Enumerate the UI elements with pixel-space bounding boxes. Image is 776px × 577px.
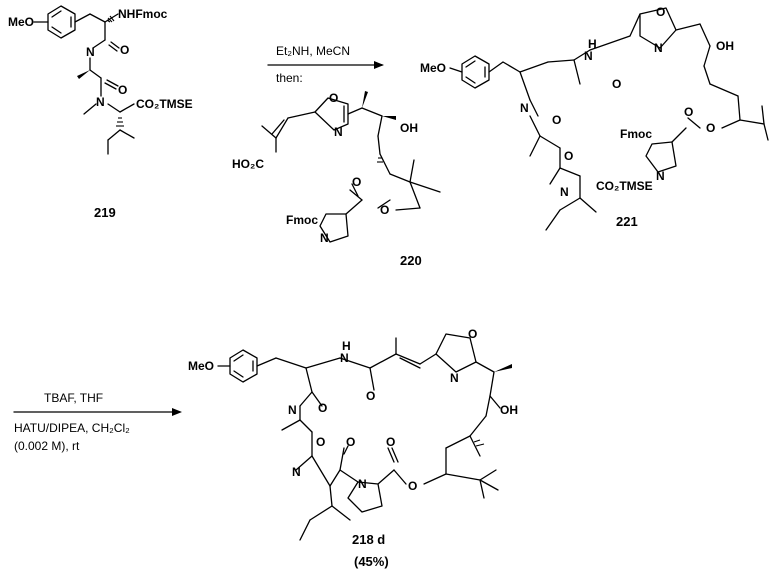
compound-221: MeO H N O O N OH N O O N Fmoc N O O CO₂T… <box>420 5 769 231</box>
step2-reagents-line3: (0.002 M), rt <box>14 439 80 453</box>
ester-o-label: O <box>380 203 389 217</box>
benzene-ring <box>461 55 490 89</box>
co2tmse-label: CO₂TMSE <box>596 179 653 193</box>
arrowhead <box>172 408 182 416</box>
oxazoline-n-label: N <box>654 41 663 55</box>
meo-label: MeO <box>8 15 34 29</box>
step2-reagents-line2: HATU/DIPEA, CH₂Cl₂ <box>14 421 130 435</box>
oh-label: OH <box>400 121 418 135</box>
amide-h-label: H <box>342 339 351 353</box>
oxazoline-o-label: O <box>656 5 665 19</box>
yield-label: (45%) <box>354 554 389 569</box>
compound-number-220: 220 <box>400 253 422 268</box>
co2tmse-label: CO₂TMSE <box>136 97 193 111</box>
amide-n-label: N <box>340 351 349 365</box>
step1-reagents-line2: then: <box>276 71 303 85</box>
compound-220: O N HO₂C OH O O Fmoc N 220 <box>232 91 441 268</box>
oxazoline-n-label: N <box>450 371 459 385</box>
benzene-ring <box>47 5 76 39</box>
arrowhead <box>374 61 384 69</box>
compound-number-219: 219 <box>94 205 116 220</box>
o1-label: O <box>120 43 129 57</box>
n1-label: N <box>288 403 297 417</box>
o2-label: O <box>118 83 127 97</box>
carbonyl-o-label: O <box>386 435 395 449</box>
fmoc-label: Fmoc <box>620 127 652 141</box>
o1-label: O <box>552 113 561 127</box>
o1-label: O <box>318 401 327 415</box>
proline-n-label: N <box>358 477 367 491</box>
o2-label: O <box>316 435 325 449</box>
amide-n-label: N <box>584 49 593 63</box>
step2-reagents-line1: TBAF, THF <box>44 391 103 405</box>
carbonyl-o-label: O <box>684 105 693 119</box>
o3-label: O <box>346 435 355 449</box>
o2-label: O <box>564 149 573 163</box>
oh-label: OH <box>716 39 734 53</box>
amide-o-label: O <box>366 389 375 403</box>
ester-o-label: O <box>706 121 715 135</box>
meo-label: MeO <box>420 61 446 75</box>
n1-label: N <box>86 45 95 59</box>
step1-reagents-line1: Et₂NH, MeCN <box>276 44 350 58</box>
proline-n-label: N <box>320 231 329 245</box>
oxazoline-n-label: N <box>334 125 343 139</box>
carbonyl-o-label: O <box>352 175 361 189</box>
reaction-arrow-2: TBAF, THF HATU/DIPEA, CH₂Cl₂ (0.002 M), … <box>13 391 182 453</box>
amide-h-label: H <box>588 37 597 51</box>
oxazoline-o-label: O <box>468 327 477 341</box>
oh-label: OH <box>500 403 518 417</box>
benzene-ring <box>229 349 258 383</box>
compound-number-221: 221 <box>616 214 638 229</box>
nhfmoc-label: NHFmoc <box>118 7 168 21</box>
oxazoline-ring <box>435 333 477 373</box>
n1-label: N <box>520 101 529 115</box>
n2-label: N <box>560 185 569 199</box>
ester-o-label: O <box>408 479 417 493</box>
compound-218d: MeO H N O O N OH N O O N O N O O 218 d (… <box>188 327 518 569</box>
meo-label: MeO <box>188 359 214 373</box>
n2-label: N <box>292 465 301 479</box>
compound-number-218d: 218 d <box>352 532 385 547</box>
amide-o-label: O <box>612 77 621 91</box>
oxazoline-ring <box>639 7 677 49</box>
ho2c-label: HO₂C <box>232 157 264 171</box>
fmoc-label: Fmoc <box>286 213 318 227</box>
reaction-arrow-1: Et₂NH, MeCN then: <box>267 44 384 85</box>
n2-label: N <box>96 95 105 109</box>
oxazoline-o-label: O <box>329 91 338 105</box>
proline-n-label: N <box>656 169 665 183</box>
compound-219: MeO NHFmoc N O O N CO₂TMSE 219 <box>8 5 193 220</box>
